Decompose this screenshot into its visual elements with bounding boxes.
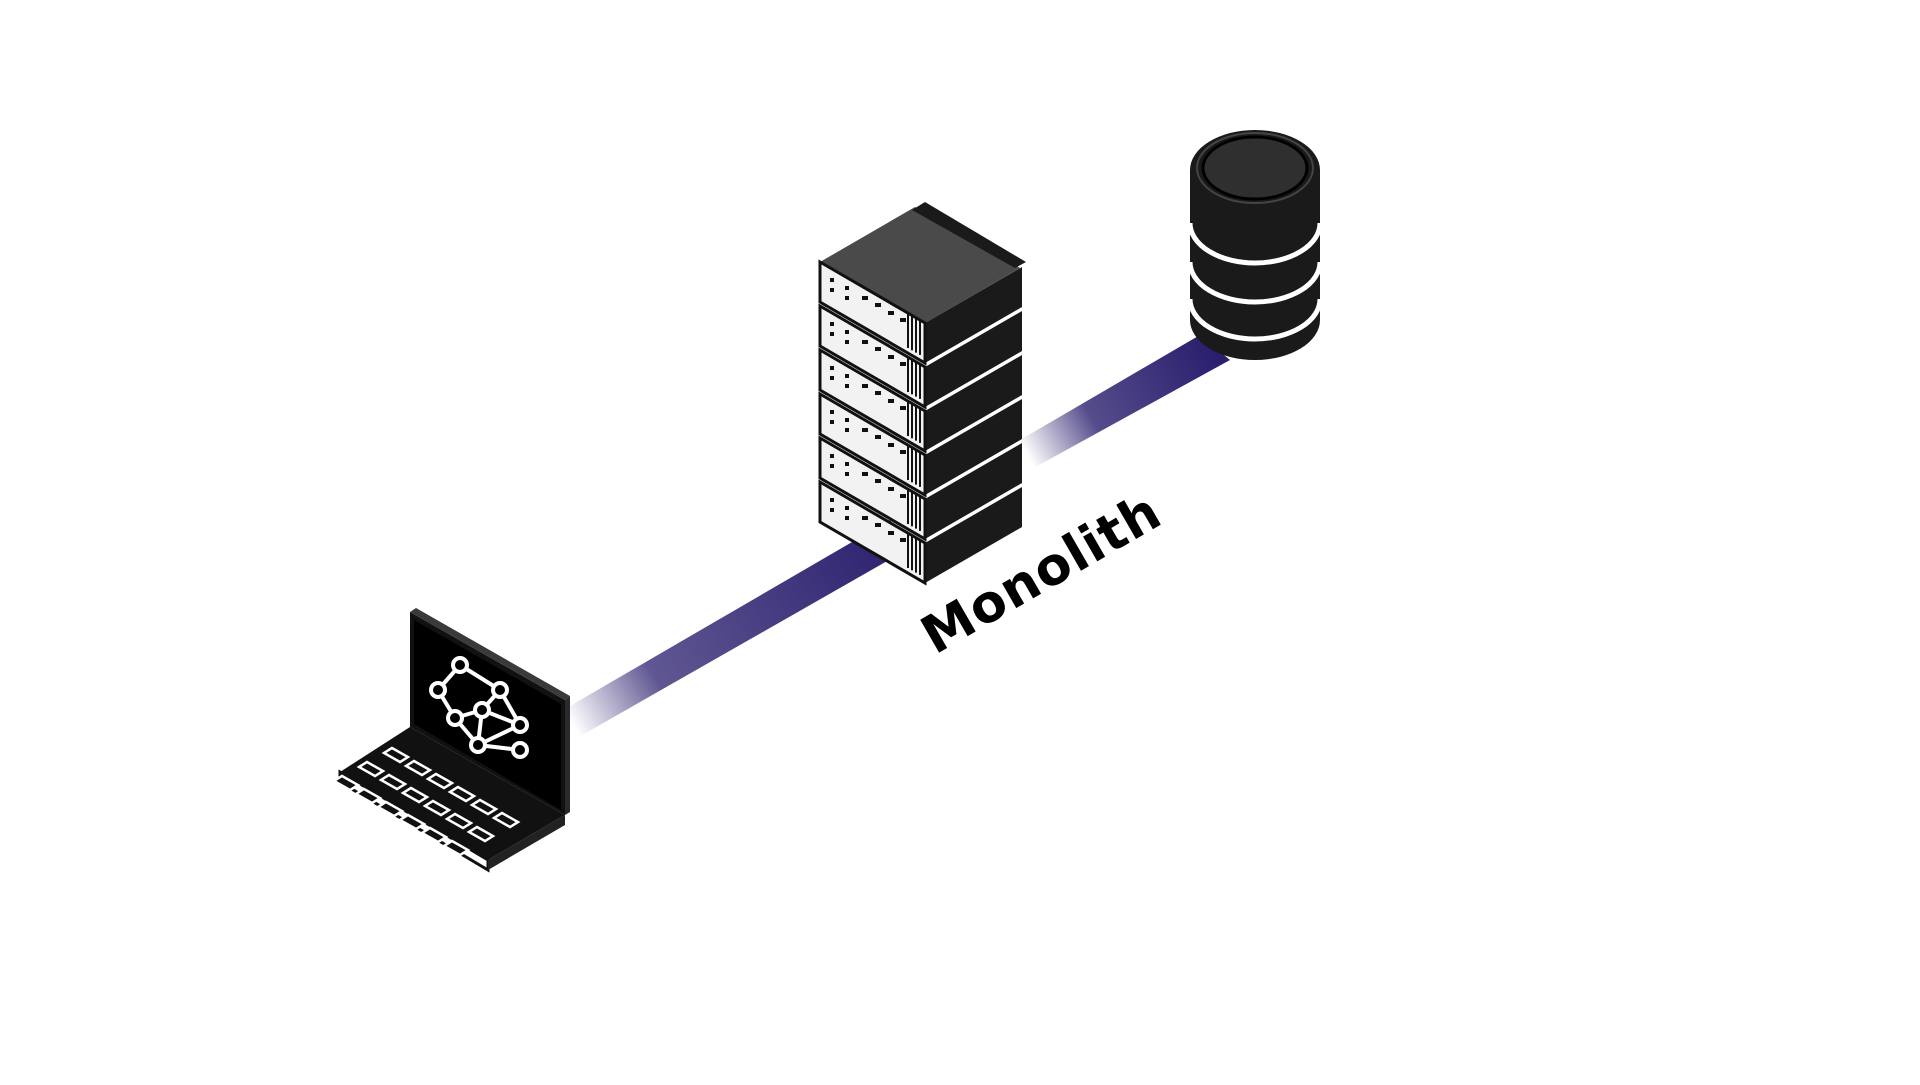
server-unit [818,303,1022,410]
keyboard-key [381,746,411,764]
keyboard-key [419,826,449,844]
keyboard-key [466,825,496,843]
database-icon [1187,130,1323,360]
keyboard-key [375,800,405,818]
keyboard-key [356,760,386,778]
keyboard-key [425,772,455,790]
server-unit [818,435,1022,542]
keyboard-key [422,799,452,817]
keyboard-key [397,813,427,831]
keyboard-key [441,839,471,857]
server-unit [818,391,1022,498]
keyboard-key [447,785,477,803]
connection-server-to-database [1020,335,1230,470]
connection-client-to-server [570,520,910,742]
laptop-network-icon [331,608,570,873]
keyboard-key [400,786,430,804]
keyboard-key [353,787,383,805]
server-top-cover [820,207,1020,323]
keyboard-key [469,798,499,816]
network-graph-icon [429,656,529,759]
keyboard-key [331,774,361,792]
keyboard-key [378,773,408,791]
keyboard-key [491,811,521,829]
keyboard-key [444,812,474,830]
server-unit [818,479,1022,586]
server-unit [818,347,1022,454]
server-rack-icon [818,202,1026,586]
keyboard-key [403,759,433,777]
server-unit [818,259,1022,366]
keyboard-icon [331,746,521,857]
